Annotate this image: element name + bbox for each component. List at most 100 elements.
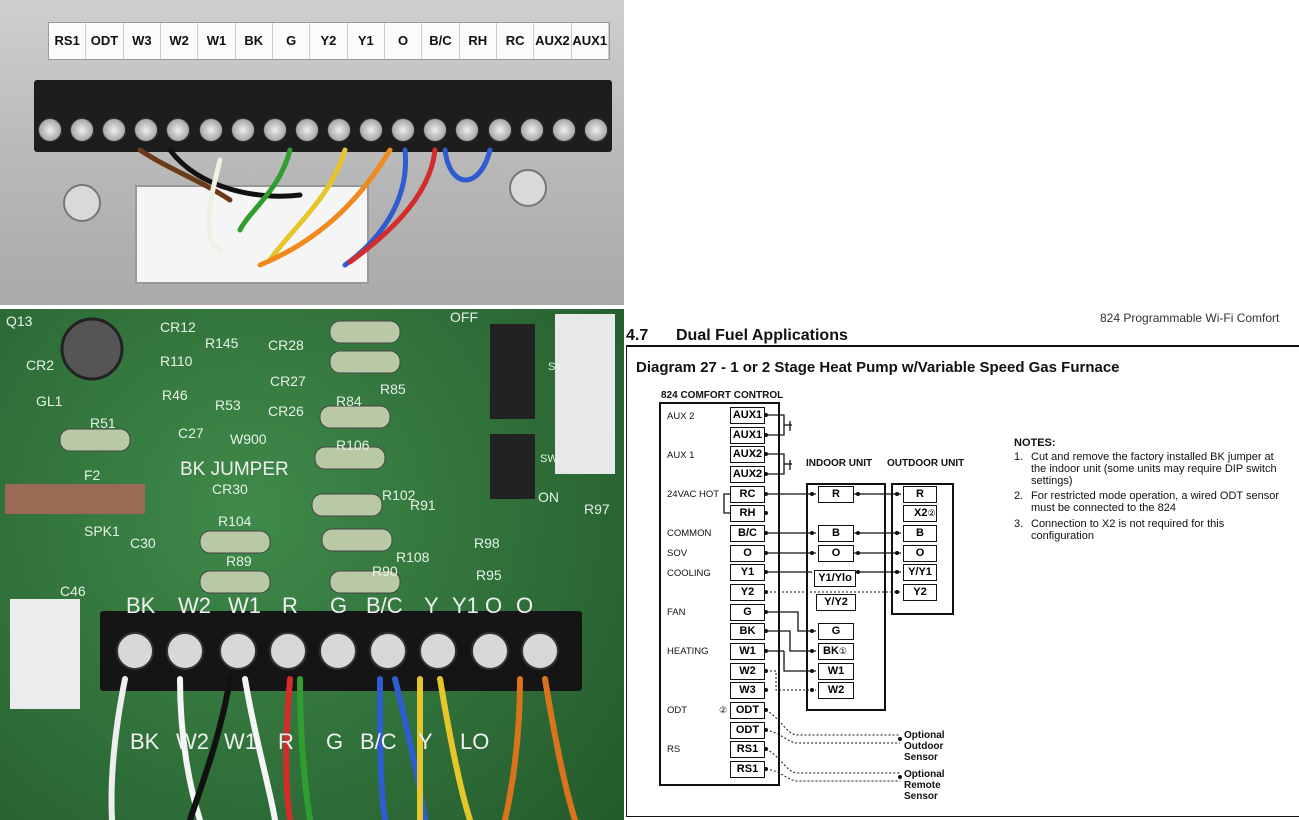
- outdoor-terminal: O: [903, 545, 937, 562]
- silk-label: R51: [90, 415, 116, 431]
- board-terminal-label: R: [282, 593, 298, 618]
- silk-label: SW4: [540, 453, 564, 465]
- section-number: 4.7: [626, 327, 649, 344]
- silk-label: GL1: [36, 393, 63, 409]
- screw-icon: [102, 118, 127, 142]
- screw-icon: [455, 118, 480, 142]
- control-label: AUX 1: [667, 450, 695, 461]
- note-marker: ②: [719, 705, 728, 715]
- board-terminal-label: W1: [228, 593, 261, 618]
- control-label: SOV: [667, 548, 688, 559]
- silk-label: SPK1: [84, 523, 120, 539]
- bk-jumper-label: BK JUMPER: [180, 459, 289, 480]
- note-line: must be connected to the 824: [1031, 502, 1176, 514]
- silk-label: W900: [230, 431, 267, 447]
- wiring-lines: [723, 413, 902, 782]
- silk-label: R102: [382, 487, 416, 503]
- terminal-label: W1: [198, 23, 236, 59]
- outdoor-terminal-x2: X2: [914, 507, 928, 519]
- silk-label: C27: [178, 425, 204, 441]
- control-terminal: AUX2: [730, 446, 765, 463]
- board-terminal-label: Y1 O: [452, 593, 503, 618]
- silk-label: ON: [538, 489, 559, 505]
- control-label: AUX 2: [667, 411, 695, 422]
- board-terminal-label: Y: [424, 593, 439, 618]
- outdoor-terminal: Y2: [903, 584, 937, 601]
- frame-left: [626, 347, 627, 817]
- indoor-terminal: G: [818, 623, 854, 640]
- silk-label: F2: [84, 467, 101, 483]
- terminal-label: W2: [161, 23, 199, 59]
- section-rule: [626, 345, 1299, 347]
- terminal-label: O: [385, 23, 423, 59]
- board-bottom-label: BK: [130, 729, 160, 754]
- silk-label: R95: [476, 567, 502, 583]
- wiring-diagram-page: 824 Programmable Wi-Fi Comfort 4.7 Dual …: [626, 309, 1299, 820]
- indoor-terminal: BK①: [818, 643, 854, 660]
- terminal-label: RS1: [49, 23, 87, 59]
- note-line: Connection to X2 is not required for thi…: [1031, 518, 1225, 530]
- terminal-label: B/C: [422, 23, 460, 59]
- terminal-label: BK: [236, 23, 273, 59]
- screw-icon: [359, 118, 384, 142]
- screw-icon: [262, 118, 287, 142]
- silk-label: CR12: [160, 319, 196, 335]
- outdoor-terminal: X2②: [903, 505, 937, 522]
- silk-label: R104: [218, 513, 252, 529]
- silk-label: R97: [584, 501, 610, 517]
- silk-label: OFF: [450, 309, 478, 325]
- control-label: COMMON: [667, 528, 712, 539]
- silk-label: R46: [162, 387, 188, 403]
- control-board-photo: Q13 CR12 CR2 R110 R145 CR28 GL1 R46 R53 …: [0, 309, 624, 820]
- optional-outdoor-sensor-line: Sensor: [904, 752, 938, 763]
- silk-label: R85: [380, 381, 406, 397]
- note-number: 1.: [1014, 451, 1024, 463]
- control-terminal: RS1: [730, 761, 765, 778]
- indoor-terminal: R: [818, 486, 854, 503]
- control-label: ODT: [667, 705, 688, 716]
- control-terminal: AUX1: [730, 427, 765, 444]
- board-terminal-label: W2: [178, 593, 211, 618]
- notes-title: NOTES:: [1014, 437, 1056, 449]
- screw-icon: [551, 118, 576, 142]
- control-terminal: W2: [730, 663, 765, 680]
- page-header: 824 Programmable Wi-Fi Comfort: [1100, 311, 1280, 325]
- silk-label: R108: [396, 549, 430, 565]
- outdoor-terminal: Y/Y1: [903, 564, 937, 581]
- wires-top: [63, 147, 547, 268]
- terminal-label: Y1: [348, 23, 385, 59]
- indoor-terminal: W1: [818, 663, 854, 680]
- thermostat-base-photo: RS1 ODT W3 W2 W1 BK G Y2 Y1 O B/C RH RC …: [0, 0, 624, 305]
- silk-label: R90: [372, 563, 398, 579]
- terminal-label: Y2: [310, 23, 348, 59]
- screw-icon: [519, 118, 544, 142]
- indoor-unit-box: [806, 483, 886, 711]
- terminal-label: RC: [497, 23, 535, 59]
- note-marker: ②: [927, 508, 936, 518]
- control-terminal: AUX2: [730, 466, 765, 483]
- board-terminal-label: B/C: [366, 593, 403, 618]
- control-terminal: RS1: [730, 741, 765, 758]
- note-line: Cut and remove the factory installed BK …: [1031, 451, 1274, 463]
- note-line: configuration: [1031, 530, 1094, 542]
- silk-label: CR28: [268, 337, 304, 353]
- silk-label: C30: [130, 535, 156, 551]
- silk-label: CR2: [26, 357, 55, 373]
- indoor-unit-title: INDOOR UNIT: [806, 458, 873, 469]
- board-bottom-label: B/C: [360, 729, 397, 754]
- control-label: RS: [667, 744, 681, 755]
- silk-label: Q13: [6, 313, 33, 329]
- control-terminal: RC: [730, 486, 765, 503]
- silk-label: CR27: [270, 373, 306, 389]
- screw-icon: [166, 118, 191, 142]
- board-bottom-label: G: [326, 729, 344, 754]
- board-bottom-label: LO: [460, 729, 490, 754]
- control-terminal: W1: [730, 643, 765, 660]
- outdoor-terminal: B: [903, 525, 937, 542]
- board-bottom-label: W1: [224, 729, 257, 754]
- comfort-control-box: [659, 402, 780, 786]
- control-label: HEATING: [667, 646, 709, 657]
- silk-label: R84: [336, 393, 362, 409]
- note-number: 2.: [1014, 490, 1024, 502]
- board-bottom-label: W2: [176, 729, 209, 754]
